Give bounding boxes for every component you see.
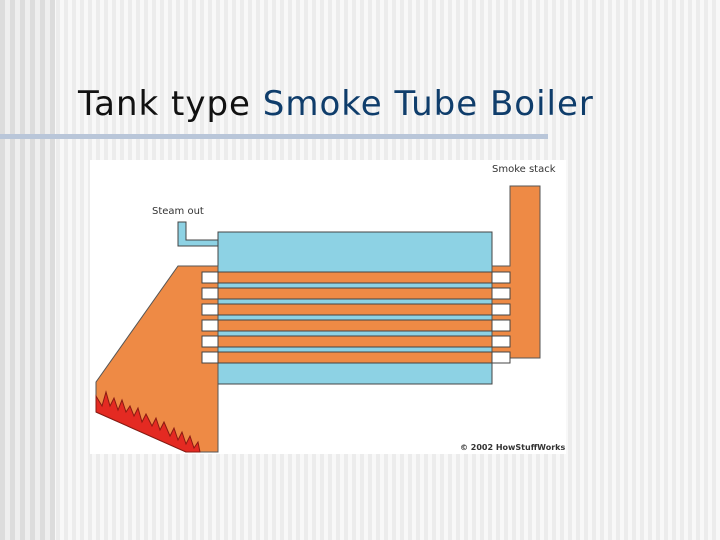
title-plain: Tank type — [78, 84, 251, 124]
tube-cap-right — [491, 303, 511, 316]
tube-cap-left — [201, 303, 219, 316]
tube-cap-right — [491, 287, 511, 300]
label-steam-out: Steam out — [152, 206, 204, 217]
tube-cap-right — [491, 351, 511, 364]
tube-cap-right — [491, 271, 511, 284]
smoke-tube — [201, 287, 511, 300]
tube-cap-right — [491, 319, 511, 332]
fire-flames — [95, 390, 201, 453]
title-accent: Smoke Tube Boiler — [262, 84, 594, 124]
boiler-diagram-svg: Smoke stack Steam out © 2002 HowStuffWor… — [95, 164, 565, 453]
label-smoke-stack: Smoke stack — [492, 164, 556, 175]
tube-end-caps — [201, 271, 511, 364]
label-copyright: © 2002 HowStuffWorks — [460, 443, 565, 452]
smoke-tube — [201, 319, 511, 332]
tube-cap-left — [201, 335, 219, 348]
tube-cap-left — [201, 351, 219, 364]
slide-left-stripes — [0, 0, 55, 540]
boiler-diagram: Smoke stack Steam out © 2002 HowStuffWor… — [90, 160, 566, 454]
smoke-tube — [201, 303, 511, 316]
smoke-tube — [201, 335, 511, 348]
slide-title: Tank type Smoke Tube Boiler — [78, 84, 594, 124]
smoke-tube — [201, 271, 511, 284]
title-underline — [0, 134, 548, 139]
smoke-tube — [201, 351, 511, 364]
tube-cap-left — [201, 287, 219, 300]
steam-out-pipe — [177, 221, 219, 247]
tube-cap-left — [201, 319, 219, 332]
tube-cap-left — [201, 271, 219, 284]
tube-cap-right — [491, 335, 511, 348]
